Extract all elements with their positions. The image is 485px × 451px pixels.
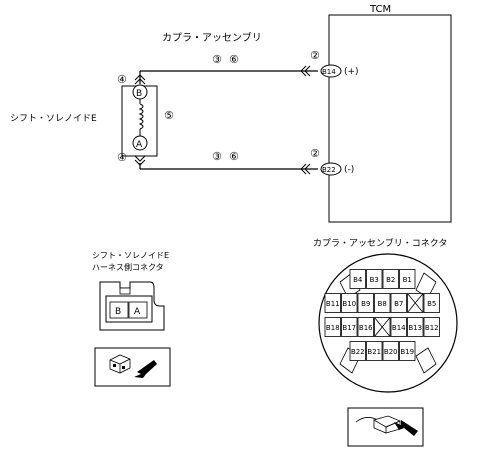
wire-mark-bottom: ④ <box>117 151 127 164</box>
shift-solenoid-e: B A ⑤ シフト・ソレノイドE <box>10 84 174 157</box>
cavity-b5 <box>423 293 440 313</box>
cavity-label-b10: B10 <box>342 300 356 308</box>
double-chevron-terminal-icon <box>300 65 311 77</box>
cavity-label-b9: B9 <box>361 300 370 308</box>
cavity-label-b2: B2 <box>386 276 395 284</box>
cavity-blank-cross <box>374 317 391 337</box>
cavity-b21 <box>366 341 383 361</box>
cavity-b10 <box>341 293 358 313</box>
solenoid-label: シフト・ソレノイドE <box>10 114 97 124</box>
connector-mark-bottom: ② <box>310 147 320 160</box>
cavity-label-b5: B5 <box>427 300 436 308</box>
double-chevron-terminal-icon <box>134 155 146 166</box>
cavity-b1 <box>399 269 416 289</box>
cavity-label-b7: B7 <box>394 300 403 308</box>
solenoid-pin-b-label: B <box>136 89 142 99</box>
harness-side-connector: シフト・ソレノイドE ハーネス側コネクタ B A <box>92 251 169 331</box>
cavity-b2 <box>382 269 399 289</box>
cavity-b14 <box>390 317 407 337</box>
cavity-b8 <box>374 293 391 313</box>
double-chevron-terminal-icon <box>134 74 146 85</box>
connector-insert-arrow-icon <box>347 407 424 447</box>
terminal-b14 <box>320 64 342 78</box>
cavity-label-b18: B18 <box>326 324 340 332</box>
cavity-label-b21: B21 <box>367 348 381 356</box>
terminal-b22 <box>320 162 342 176</box>
cavity-b18 <box>324 317 341 337</box>
tcm-outline <box>328 14 452 223</box>
cavity-b20 <box>382 341 399 361</box>
cavity-label-b16: B16 <box>359 324 373 332</box>
double-chevron-terminal-icon <box>300 163 311 175</box>
solenoid-pin-a-label: A <box>136 140 143 150</box>
harness-connector-title-2: ハーネス側コネクタ <box>92 262 164 272</box>
wire-number-6-top: ⑥ <box>229 53 239 66</box>
harness-label: カプラ・アッセンブリ <box>162 31 262 44</box>
cavity-b12 <box>423 317 440 337</box>
terminal-b14-label: B14 <box>322 68 336 76</box>
cavity-label-b4: B4 <box>353 276 363 284</box>
cavity-label-b1: B1 <box>403 276 412 284</box>
cavity-label-b12: B12 <box>425 324 439 332</box>
connector-pin-a <box>128 301 148 319</box>
cavity-b7 <box>390 293 407 313</box>
wire-bottom: ③ ⑥ ② B22 (-) ④ <box>117 147 354 176</box>
harness-connector-title-1: シフト・ソレノイドE <box>92 251 169 260</box>
tcm-title: TCM <box>369 4 391 15</box>
coil-icon <box>138 103 144 130</box>
connector-mark-top: ② <box>310 49 320 62</box>
cavity-b22 <box>349 341 366 361</box>
terminal-b14-polarity: (+) <box>344 67 359 77</box>
wire-top: ③ ⑥ ② B14 (+) ④ <box>117 49 359 86</box>
tcm-box: TCM <box>328 4 452 223</box>
cavity-label-b14: B14 <box>392 324 406 332</box>
cavity-label-b19: B19 <box>400 348 414 356</box>
cavity-label-b17: B17 <box>342 324 356 332</box>
cavity-b3 <box>366 269 383 289</box>
terminal-b22-label: B22 <box>322 166 336 174</box>
wire-number-3-top: ③ <box>212 53 222 66</box>
cavity-label-b3: B3 <box>370 276 379 284</box>
connector-pin-b-label: B <box>115 307 121 317</box>
cavity-label-b22: B22 <box>351 348 365 356</box>
coil-mark: ⑤ <box>164 109 174 122</box>
cavity-b17 <box>341 317 358 337</box>
cavity-b11 <box>324 293 341 313</box>
connector-pin-a-label: A <box>134 307 141 317</box>
assembly-connector-title: カプラ・アッセンブリ・コネクタ <box>313 237 447 249</box>
cavity-b13 <box>407 317 424 337</box>
cavity-label-b11: B11 <box>326 300 340 308</box>
cavity-b9 <box>357 293 374 313</box>
connector-insert-arrow-icon <box>94 347 171 387</box>
cavity-b16 <box>357 317 374 337</box>
terminal-b22-polarity: (-) <box>344 165 354 175</box>
connector-latch <box>119 287 131 295</box>
cavity-label-b20: B20 <box>384 348 398 356</box>
cavity-b19 <box>399 341 416 361</box>
wire-number-6-bottom: ⑥ <box>229 150 239 163</box>
cavity-label-b13: B13 <box>408 324 422 332</box>
cavity-label-b8: B8 <box>378 300 387 308</box>
connector-pin-b <box>109 301 129 319</box>
wire-number-3-bottom: ③ <box>212 150 222 163</box>
cavity-blank-cross <box>407 293 424 313</box>
cavity-b4 <box>349 269 366 289</box>
wire-mark-top: ④ <box>117 73 127 86</box>
